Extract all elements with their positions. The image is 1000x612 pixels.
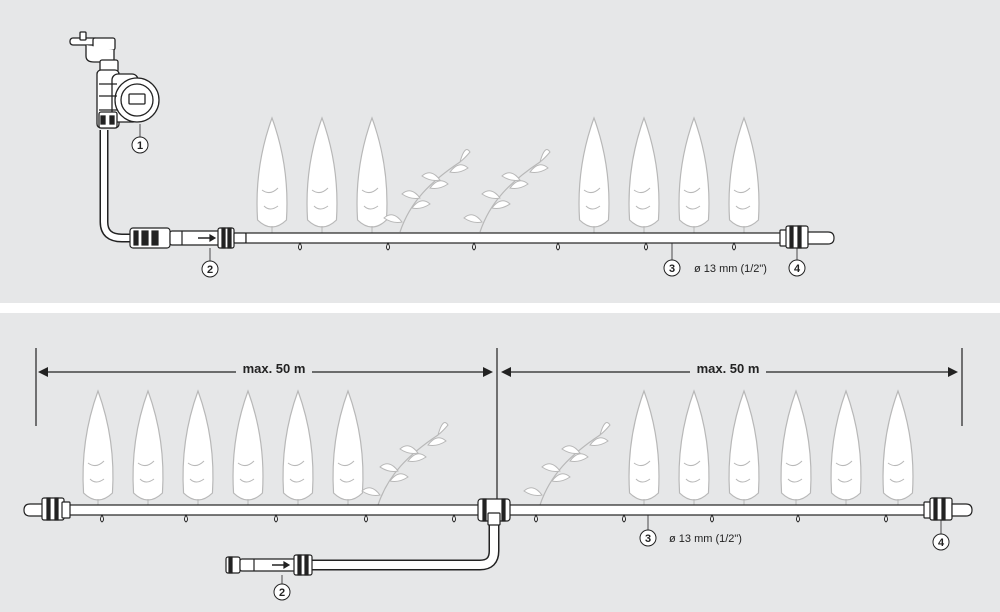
leafy-plant-icon bbox=[463, 149, 551, 233]
callout-3: 3 bbox=[639, 529, 657, 547]
svg-text:2: 2 bbox=[207, 264, 213, 276]
end-plug-left-icon bbox=[23, 497, 71, 521]
cypress-shrub-icon bbox=[728, 389, 760, 509]
pipe-diameter-label: ø 13 mm (1/2") bbox=[669, 533, 742, 545]
drip-nozzles bbox=[298, 242, 736, 251]
callout-2: 2 bbox=[273, 583, 291, 601]
cypress-shrub-icon bbox=[578, 116, 610, 236]
cypress-shrub-icon bbox=[82, 389, 114, 509]
callout-2: 2 bbox=[201, 260, 219, 278]
cypress-shrub-icon bbox=[282, 389, 314, 509]
dimension-label-right: max. 50 m bbox=[697, 361, 760, 376]
cypress-shrub-icon bbox=[628, 389, 660, 509]
svg-text:3: 3 bbox=[645, 533, 651, 545]
drip-nozzles bbox=[100, 514, 888, 523]
svg-text:3: 3 bbox=[669, 263, 675, 275]
leafy-plant-icon bbox=[523, 422, 611, 506]
drip-nozzle-icon bbox=[534, 514, 538, 523]
callout-1: 1 bbox=[131, 136, 149, 154]
callout-4: 4 bbox=[932, 533, 950, 551]
pipe-diameter-label: ø 13 mm (1/2") bbox=[694, 263, 767, 275]
cypress-shrub-icon bbox=[256, 116, 288, 236]
supply-hose bbox=[99, 130, 132, 243]
leafy-plant-icon bbox=[361, 422, 449, 506]
cypress-shrub-icon bbox=[780, 389, 812, 509]
top-diagram-panel: 1 2 3 ø 13 mm (1/2") 4 bbox=[0, 0, 1000, 303]
t-connector-icon bbox=[477, 498, 511, 526]
svg-text:1: 1 bbox=[137, 140, 143, 152]
svg-text:2: 2 bbox=[279, 587, 285, 599]
cypress-shrub-icon bbox=[830, 389, 862, 509]
callout-4: 4 bbox=[788, 259, 806, 277]
plant-row bbox=[256, 116, 760, 236]
cypress-shrub-icon bbox=[232, 389, 264, 509]
dimension-lines bbox=[35, 348, 963, 503]
cypress-shrub-icon bbox=[678, 389, 710, 509]
svg-text:4: 4 bbox=[794, 263, 801, 275]
drip-nozzle-icon bbox=[184, 514, 188, 523]
end-plug-icon bbox=[779, 225, 835, 249]
water-timer-icon bbox=[96, 69, 160, 129]
callout-3: 3 bbox=[663, 259, 681, 277]
end-plug-right-icon bbox=[923, 497, 973, 521]
top-diagram: 1 2 3 ø 13 mm (1/2") 4 bbox=[69, 31, 835, 278]
dimension-arrows bbox=[38, 367, 958, 377]
bottom-diagram: max. 50 m max. 50 m bbox=[23, 348, 973, 601]
drip-nozzle-icon bbox=[472, 242, 476, 251]
drip-nozzle-icon bbox=[884, 514, 888, 523]
cypress-shrub-icon bbox=[132, 389, 164, 509]
faucet-icon bbox=[69, 31, 119, 73]
hose-connector-icon bbox=[225, 554, 313, 576]
drip-nozzle-icon bbox=[298, 242, 302, 251]
drip-nozzle-icon bbox=[364, 514, 368, 523]
leafy-plant-icon bbox=[383, 149, 471, 233]
drip-nozzle-icon bbox=[386, 242, 390, 251]
cypress-shrub-icon bbox=[678, 116, 710, 236]
drip-nozzle-icon bbox=[622, 514, 626, 523]
drip-nozzle-icon bbox=[274, 514, 278, 523]
dimension-label-left: max. 50 m bbox=[243, 361, 306, 376]
bottom-diagram-panel: max. 50 m max. 50 m bbox=[0, 313, 1000, 612]
cypress-shrub-icon bbox=[306, 116, 338, 236]
drip-nozzle-icon bbox=[452, 514, 456, 523]
drip-nozzle-icon bbox=[732, 242, 736, 251]
cypress-shrub-icon bbox=[882, 389, 914, 509]
svg-text:4: 4 bbox=[938, 537, 945, 549]
leader-lines bbox=[139, 124, 798, 261]
drip-nozzle-icon bbox=[710, 514, 714, 523]
drip-nozzle-icon bbox=[644, 242, 648, 251]
cypress-shrub-icon bbox=[332, 389, 364, 509]
leader-lines bbox=[281, 515, 942, 585]
supply-hose bbox=[312, 515, 498, 569]
drip-nozzle-icon bbox=[100, 514, 104, 523]
cypress-shrub-icon bbox=[356, 116, 388, 236]
drip-nozzle-icon bbox=[556, 242, 560, 251]
cypress-shrub-icon bbox=[182, 389, 214, 509]
drip-pipe bbox=[245, 232, 785, 244]
plant-row bbox=[82, 389, 914, 509]
drip-nozzle-icon bbox=[796, 514, 800, 523]
hose-connector-icon bbox=[129, 227, 247, 249]
cypress-shrub-icon bbox=[728, 116, 760, 236]
cypress-shrub-icon bbox=[628, 116, 660, 236]
